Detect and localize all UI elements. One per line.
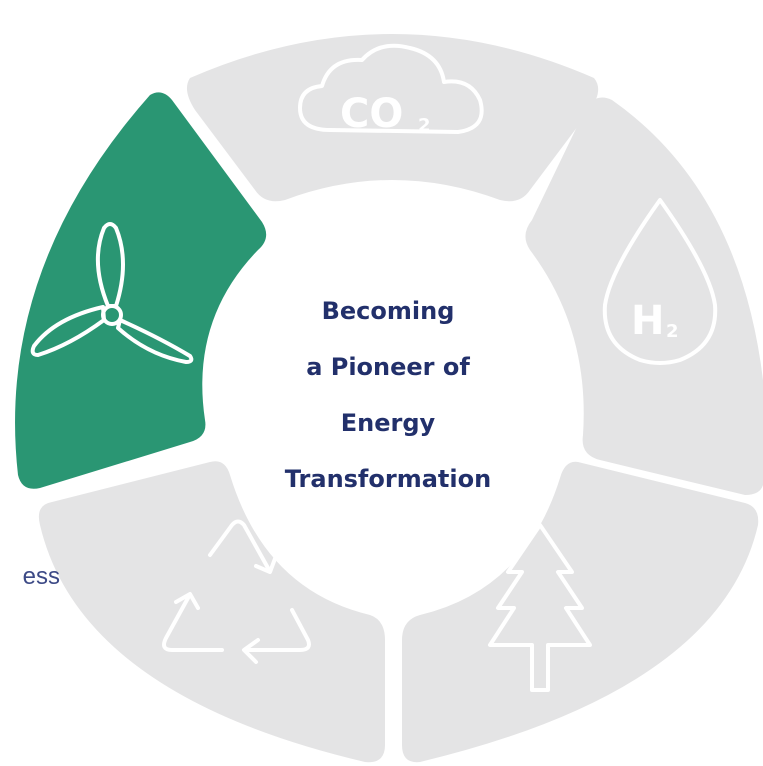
center-title-line-1: Becoming xyxy=(321,297,455,325)
recycle-icon xyxy=(162,519,311,664)
wind-turbine-icon xyxy=(30,222,194,364)
tree-icon xyxy=(488,523,592,692)
cloud-co2-icon: CO 2 xyxy=(298,43,484,137)
segment-wind-shape xyxy=(15,92,267,489)
center-title: Becoming a Pioneer of Energy Transformat… xyxy=(253,283,523,507)
segment-recycle[interactable] xyxy=(38,461,385,763)
cloud-co2-label: CO xyxy=(340,91,403,137)
segment-h2[interactable]: H 2 xyxy=(525,97,763,496)
segment-forest[interactable] xyxy=(402,461,759,763)
cloud-co2-subscript: 2 xyxy=(418,115,431,136)
cropped-edge-text: ess xyxy=(22,563,60,590)
segment-co2-shape xyxy=(186,34,599,202)
segment-h2-shape xyxy=(525,97,763,496)
segment-wind[interactable] xyxy=(15,92,267,489)
segment-forest-shape xyxy=(402,461,759,763)
center-title-line-4: Transformation xyxy=(284,465,492,493)
segment-co2[interactable]: CO 2 xyxy=(186,34,599,202)
center-title-line-3: Energy xyxy=(340,409,436,437)
center-title-line-2: a Pioneer of xyxy=(306,353,470,381)
hydrogen-drop-label: H xyxy=(631,298,664,344)
hydrogen-drop-subscript: 2 xyxy=(666,321,679,342)
hydrogen-drop-icon: H 2 xyxy=(602,198,718,365)
center-hub xyxy=(222,213,562,553)
segment-recycle-shape xyxy=(38,461,385,763)
